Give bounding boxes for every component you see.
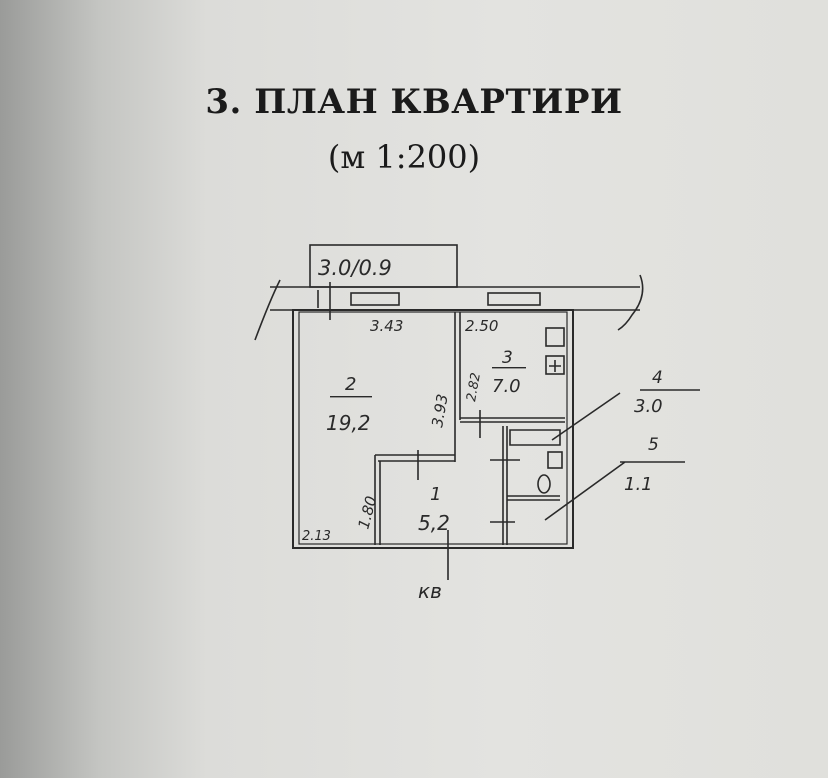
room-4-number: 4 xyxy=(652,368,663,388)
document-scale: (м 1:200) xyxy=(327,138,481,176)
dim-room2-depth: 3.93 xyxy=(428,393,452,429)
bath-sink xyxy=(547,451,563,469)
dim-room3-width: 2.50 xyxy=(465,317,498,335)
room-5-area: 1.1 xyxy=(624,474,653,495)
window xyxy=(350,292,400,306)
walls xyxy=(254,244,700,580)
dim-hall-depth: 1.80 xyxy=(354,494,380,531)
room-1-area: 5,2 xyxy=(418,511,450,535)
entrance-label: кв xyxy=(418,579,442,603)
room-3-area: 7.0 xyxy=(492,376,521,397)
outer-wall xyxy=(292,309,574,549)
toilet xyxy=(537,474,551,494)
sink xyxy=(545,355,565,375)
room-5-number: 5 xyxy=(648,435,659,455)
stove xyxy=(545,327,565,347)
room-4-area: 3.0 xyxy=(634,396,663,417)
dim-room3-depth: 2.82 xyxy=(464,372,484,403)
document-title: 3. ПЛАН КВАРТИРИ xyxy=(205,82,623,122)
room-1-number: 1 xyxy=(430,484,441,505)
dim-room2-width: 3.43 xyxy=(370,317,403,335)
room-2-number: 2 xyxy=(345,374,356,395)
window xyxy=(487,292,541,306)
balcony-label: 3.0/0.9 xyxy=(318,256,392,280)
room-2-area: 19,2 xyxy=(326,411,371,435)
room-3-number: 3 xyxy=(502,348,513,368)
dim-hall-width: 2.13 xyxy=(302,529,331,544)
